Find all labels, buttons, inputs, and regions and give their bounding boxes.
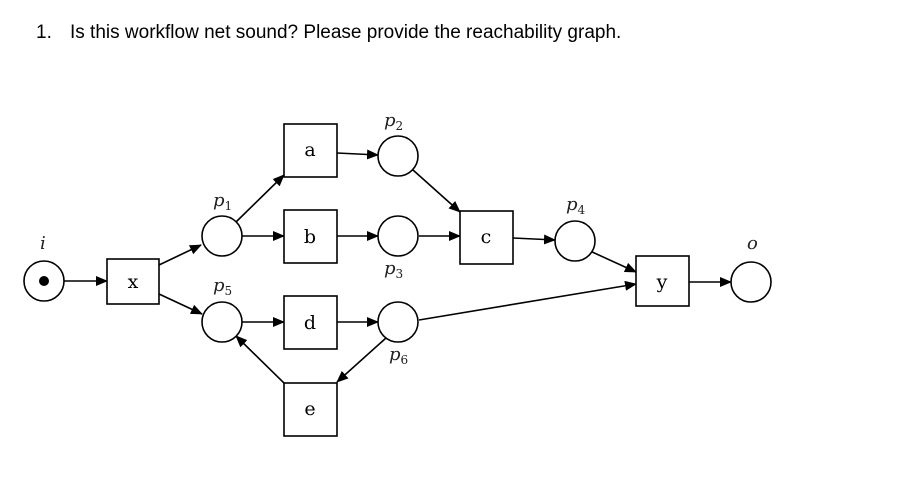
place-o: o xyxy=(730,233,772,303)
arcs xyxy=(64,149,732,384)
arc-x-p1 xyxy=(158,244,202,266)
svg-text:o: o xyxy=(747,233,758,254)
transition-a: a xyxy=(283,123,338,178)
arc-x-p5 xyxy=(158,293,203,315)
place-p4: p4 xyxy=(554,194,596,262)
transition-c: c xyxy=(459,210,514,265)
place-p3: p3 xyxy=(377,215,419,281)
svg-text:p1: p1 xyxy=(213,190,232,213)
svg-text:p6: p6 xyxy=(389,344,408,367)
svg-text:b: b xyxy=(304,226,316,248)
arc-p4-y xyxy=(589,250,637,273)
svg-text:x: x xyxy=(128,271,139,293)
svg-text:p2: p2 xyxy=(384,110,403,133)
place-p6: p6 xyxy=(377,301,419,367)
place-p5: p5 xyxy=(201,275,243,343)
place-i: i xyxy=(23,233,65,302)
svg-text:c: c xyxy=(481,226,492,248)
place-p1: p1 xyxy=(201,190,243,257)
svg-text:d: d xyxy=(304,312,316,334)
transition-x: x xyxy=(106,258,160,305)
svg-text:p4: p4 xyxy=(566,194,586,217)
arc-p2-c xyxy=(412,169,461,213)
transition-b: b xyxy=(283,209,338,264)
svg-text:y: y xyxy=(656,271,668,293)
svg-text:a: a xyxy=(304,139,315,161)
question-text: Is this workflow net sound? Please provi… xyxy=(70,22,622,43)
transition-y: y xyxy=(635,255,690,307)
arc-p6-y xyxy=(418,280,637,321)
question: 1. Is this workflow net sound? Please pro… xyxy=(36,22,621,44)
svg-text:i: i xyxy=(40,233,46,254)
token-icon xyxy=(39,276,49,286)
arc-e-p5 xyxy=(235,335,285,384)
place-p2: p2 xyxy=(377,110,419,177)
arc-c-p4 xyxy=(512,234,556,245)
question-number: 1. xyxy=(36,22,52,43)
transition-d: d xyxy=(283,295,338,350)
svg-text:p5: p5 xyxy=(213,275,232,298)
svg-text:e: e xyxy=(304,398,315,420)
arc-p1-a xyxy=(235,174,285,223)
transition-e: e xyxy=(283,382,338,437)
arc-a-p2 xyxy=(336,149,379,160)
svg-text:p3: p3 xyxy=(384,258,403,281)
arc-p6-e xyxy=(336,337,387,383)
